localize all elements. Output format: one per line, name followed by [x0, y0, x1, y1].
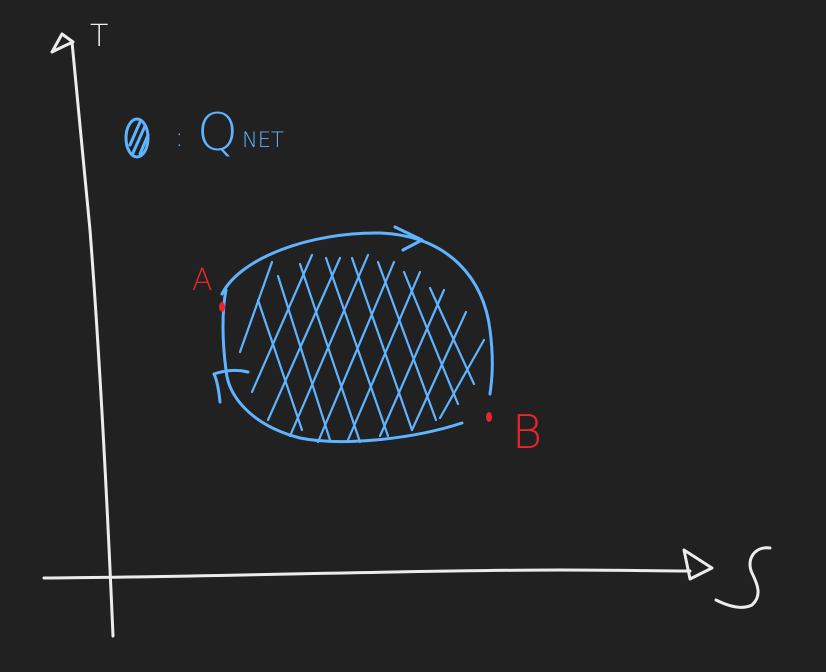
hatch-line [256, 298, 304, 432]
hatch-line [346, 270, 422, 442]
legend-symbol-letter: Q [197, 103, 238, 163]
legend-subscript: NET [242, 128, 284, 152]
hatch-line [402, 270, 460, 406]
y-axis-label: T [90, 19, 108, 54]
state-points: A B [192, 263, 542, 459]
point-b-dot [486, 412, 492, 422]
y-axis-line [70, 40, 115, 638]
point-a-label: A [192, 263, 213, 298]
hatch-line [276, 274, 332, 442]
cycle-lower-path [221, 288, 464, 443]
hatch-line [350, 256, 414, 432]
cycle [212, 225, 494, 444]
left-arrowhead [212, 368, 250, 404]
hatch-line [250, 253, 314, 394]
legend: : Q NET [124, 103, 284, 163]
hatch-line [316, 260, 396, 444]
top-arrowhead [393, 225, 424, 252]
point-a-dot [219, 302, 225, 312]
cycle-outline [220, 231, 494, 396]
legend-separator: : [175, 123, 184, 153]
x-axis-line [42, 568, 692, 580]
axes: T [42, 19, 772, 638]
hatched-oval-icon [124, 117, 150, 159]
hatch-line [376, 260, 438, 422]
hatch-line [428, 286, 476, 386]
hatch-line [324, 256, 390, 438]
hatch-line [378, 288, 446, 438]
hatch-line [298, 262, 362, 444]
x-axis-arrowhead [682, 548, 714, 581]
y-axis-arrowhead [50, 32, 75, 54]
hatch-line [288, 253, 370, 438]
hatch-line [438, 338, 486, 420]
hatch-line [238, 260, 274, 354]
hatch-line [266, 256, 342, 422]
x-axis-label-stroke [714, 546, 772, 609]
cycle-hatching [238, 253, 486, 444]
point-b-label: B [512, 405, 542, 459]
hatch-line [410, 310, 468, 432]
